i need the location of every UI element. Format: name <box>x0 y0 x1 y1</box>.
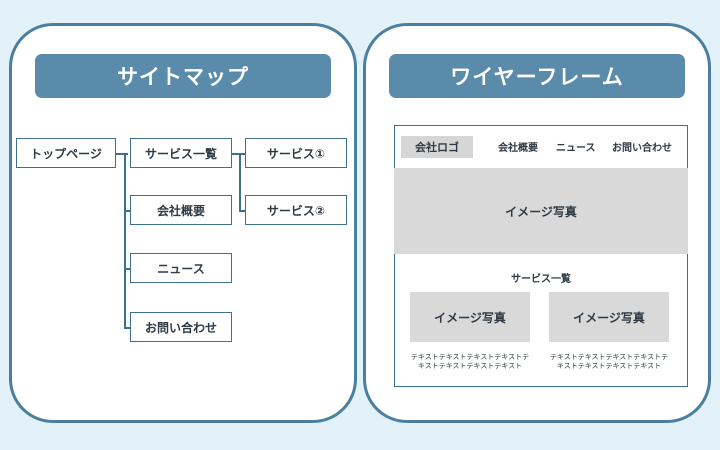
connector-line <box>124 268 130 270</box>
wireframe-card-text: テキストテキストテキストテキストテキストテキストテキストテキスト <box>410 353 530 370</box>
wireframe-hero-image: イメージ写真 <box>394 168 688 254</box>
sitemap-node-services: サービス一覧 <box>130 138 232 168</box>
sitemap-node-service-1: サービス① <box>245 138 347 168</box>
connector-line <box>124 327 130 329</box>
wireframe-panel: ワイヤーフレーム 会社ロゴ 会社概要 ニュース お問い合わせ イメージ写真 サー… <box>363 23 711 423</box>
wireframe-nav-contact: お問い合わせ <box>612 143 672 154</box>
connector-line <box>239 153 241 211</box>
connector-line <box>124 210 130 212</box>
connector-line <box>239 210 245 212</box>
sitemap-node-service-2: サービス② <box>245 195 347 225</box>
wireframe-card-image: イメージ写真 <box>410 292 530 342</box>
sitemap-node-company: 会社概要 <box>130 195 232 225</box>
wireframe-frame: 会社ロゴ 会社概要 ニュース お問い合わせ イメージ写真 サービス一覧 イメージ… <box>394 125 688 387</box>
sitemap-node-top-page: トップページ <box>16 138 116 168</box>
sitemap-panel: サイトマップ トップページ サービス一覧 サービス① サービス② 会社概要 ニュ… <box>9 23 357 423</box>
connector-line <box>115 153 128 155</box>
wireframe-section-title: サービス一覧 <box>511 274 571 285</box>
wireframe-nav-news: ニュース <box>556 143 596 154</box>
wireframe-logo: 会社ロゴ <box>401 136 473 158</box>
wireframe-card-text: テキストテキストテキストテキストテキストテキストテキストテキスト <box>549 353 669 370</box>
sitemap-title: サイトマップ <box>35 54 331 98</box>
wireframe-card-image: イメージ写真 <box>549 292 669 342</box>
sitemap-node-news: ニュース <box>130 253 232 283</box>
connector-line <box>124 153 126 328</box>
wireframe-nav-company: 会社概要 <box>498 143 538 154</box>
sitemap-node-contact: お問い合わせ <box>130 312 232 342</box>
connector-line <box>232 153 245 155</box>
wireframe-title: ワイヤーフレーム <box>389 54 685 98</box>
